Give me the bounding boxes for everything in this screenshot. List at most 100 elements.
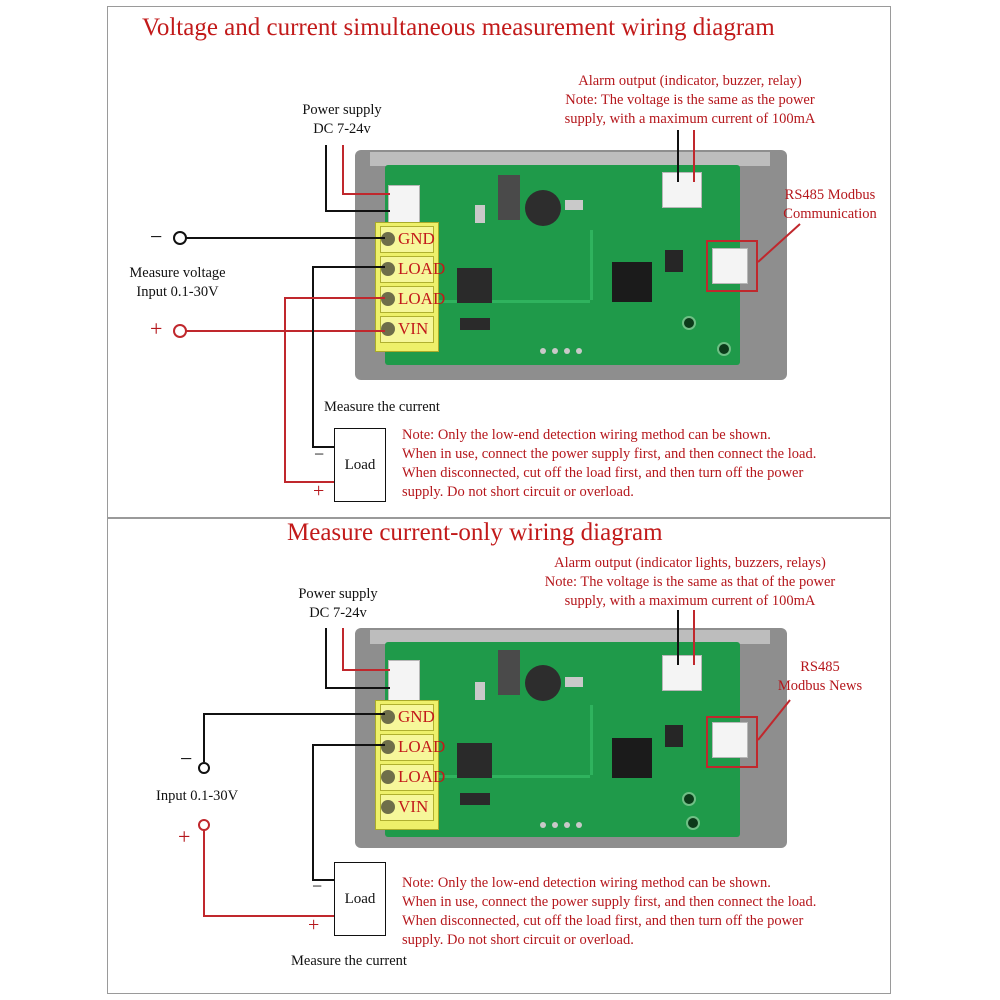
alarm-line: Alarm output (indicator, buzzer, relay) xyxy=(578,73,802,89)
rs485-line: RS485 Modbus xyxy=(784,187,876,203)
bottom-load-minus: − xyxy=(312,876,323,896)
bottom-plus-wire xyxy=(203,830,334,917)
top-pin xyxy=(540,348,546,354)
bottom-rs485-highlight xyxy=(706,716,758,768)
bottom-power-black-wire xyxy=(325,628,390,689)
bottom-regulator xyxy=(457,743,492,778)
top-sensor-resistor xyxy=(460,318,490,330)
note-line: When disconnected, cut off the load firs… xyxy=(402,913,804,929)
top-pin xyxy=(576,348,582,354)
top-component xyxy=(498,175,520,220)
top-mcu-chip xyxy=(612,262,652,302)
measure-voltage-range: Input 0.1-30V xyxy=(136,284,219,300)
power-supply-range: DC 7-24v xyxy=(309,605,367,621)
bottom-plus-sign: + xyxy=(178,824,191,849)
top-measure-voltage-label: Measure voltage Input 0.1-30V xyxy=(110,264,245,302)
top-smd xyxy=(475,205,485,223)
top-chip xyxy=(665,250,683,272)
measure-voltage-text: Measure voltage xyxy=(129,265,226,281)
terminal-screw xyxy=(381,740,395,754)
terminal-screw xyxy=(381,262,395,276)
bottom-plus-terminal xyxy=(198,819,210,831)
alarm-line: Alarm output (indicator lights, buzzers,… xyxy=(554,555,826,571)
alarm-line: Note: The voltage is the same as that of… xyxy=(544,574,836,590)
note-line: When in use, connect the power supply fi… xyxy=(402,894,817,910)
note-line: supply. Do not short circuit or overload… xyxy=(402,932,634,948)
bottom-mcu-chip xyxy=(612,738,652,778)
bottom-pin xyxy=(540,822,546,828)
top-mount-hole xyxy=(682,316,696,330)
top-power-red-wire xyxy=(342,145,390,195)
bottom-load-minus-wire xyxy=(312,744,385,881)
top-terminal-load1-label: LOAD xyxy=(398,259,446,278)
top-voltage-plus-sign: + xyxy=(150,316,163,341)
bottom-pin xyxy=(552,822,558,828)
bottom-device-case-rim xyxy=(370,630,770,644)
top-pin xyxy=(552,348,558,354)
top-terminal-block: GND LOAD LOAD VIN xyxy=(375,222,445,352)
bottom-component xyxy=(498,650,520,695)
bottom-power-red-wire xyxy=(342,628,390,671)
bottom-terminal-load1-label: LOAD xyxy=(398,737,446,756)
top-terminal-vin-label: VIN xyxy=(398,319,429,338)
top-warning-note: Note: Only the low-end detection wiring … xyxy=(402,426,816,502)
load-label: Load xyxy=(344,456,376,473)
top-alarm-note: Alarm output (indicator, buzzer, relay) … xyxy=(515,72,865,129)
top-voltage-minus-terminal xyxy=(173,231,187,245)
bottom-mount-hole xyxy=(686,816,700,830)
bottom-rs485-label: RS485 Modbus News xyxy=(760,658,880,696)
terminal-screw xyxy=(381,232,395,246)
bottom-smd xyxy=(565,677,583,687)
terminal-screw xyxy=(381,292,395,306)
bottom-input-range-label: Input 0.1-30V xyxy=(156,788,239,804)
top-mount-hole xyxy=(717,342,731,356)
bottom-pin xyxy=(576,822,582,828)
bottom-load-plus: + xyxy=(308,914,320,936)
bottom-minus-terminal xyxy=(198,762,210,774)
bottom-pin xyxy=(564,822,570,828)
top-diagram-title: Voltage and current simultaneous measure… xyxy=(142,14,775,41)
top-terminal-gnd-label: GND xyxy=(398,229,435,248)
bottom-minus-wire xyxy=(203,713,385,762)
top-voltage-minus-sign: − xyxy=(150,224,163,249)
note-line: supply. Do not short circuit or overload… xyxy=(402,484,634,500)
top-load-box: Load xyxy=(334,428,386,502)
bottom-alarm-note: Alarm output (indicator lights, buzzers,… xyxy=(505,554,875,611)
pcb-trace xyxy=(590,230,593,300)
top-rs485-label: RS485 Modbus Communication xyxy=(770,186,890,224)
bottom-alarm-connector xyxy=(662,655,702,691)
bottom-chip xyxy=(665,725,683,747)
bottom-terminal-block: GND LOAD LOAD VIN xyxy=(375,700,445,830)
bottom-terminal-load2-label: LOAD xyxy=(398,767,446,786)
power-supply-text: Power supply xyxy=(298,586,378,602)
bottom-terminal-vin-label: VIN xyxy=(398,797,429,816)
rs485-line: RS485 xyxy=(800,659,840,675)
note-line: When disconnected, cut off the load firs… xyxy=(402,465,804,481)
bottom-diagram-title: Measure current-only wiring diagram xyxy=(287,519,663,546)
note-line: Note: Only the low-end detection wiring … xyxy=(402,875,771,891)
alarm-line: supply, with a maximum current of 100mA xyxy=(564,593,816,609)
top-measure-current-label: Measure the current xyxy=(324,399,440,415)
note-line: Note: Only the low-end detection wiring … xyxy=(402,427,771,443)
bottom-smd xyxy=(475,682,485,700)
bottom-power-supply-label: Power supply DC 7-24v xyxy=(278,585,398,623)
bottom-rs485-leader xyxy=(757,699,791,741)
bottom-mount-hole xyxy=(682,792,696,806)
terminal-screw xyxy=(381,800,395,814)
top-rs485-leader xyxy=(757,223,801,263)
load-label: Load xyxy=(344,890,376,907)
power-supply-range: DC 7-24v xyxy=(313,121,371,137)
top-power-supply-label: Power supply DC 7-24v xyxy=(282,101,402,139)
pcb-trace xyxy=(430,300,590,303)
alarm-line: Note: The voltage is the same as the pow… xyxy=(565,92,815,108)
top-terminal-load2-label: LOAD xyxy=(398,289,446,308)
bottom-power-connector xyxy=(388,660,420,702)
bottom-rs485-connector xyxy=(712,722,748,758)
top-power-black-wire xyxy=(325,145,390,212)
rs485-line: Modbus News xyxy=(777,678,863,694)
note-line: When in use, connect the power supply fi… xyxy=(402,446,817,462)
top-pin xyxy=(564,348,570,354)
bottom-warning-note: Note: Only the low-end detection wiring … xyxy=(402,874,816,950)
top-rs485-highlight xyxy=(706,240,758,292)
